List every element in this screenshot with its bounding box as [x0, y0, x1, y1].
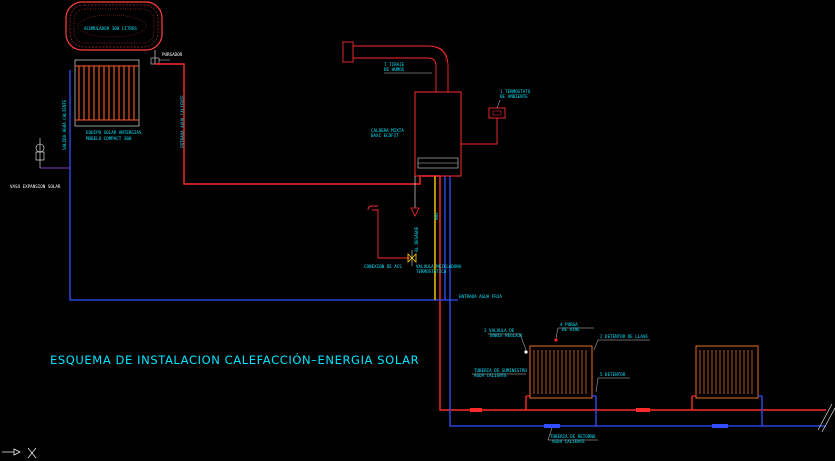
- drain-label: AL DESAGUE: [414, 226, 419, 252]
- mixing-valve-label-1: VALVULA MEZCLADORA: [416, 264, 462, 269]
- radiator-2: [692, 345, 762, 399]
- ucs-axis-icon: [2, 447, 37, 459]
- solar-equipment-label-2: MODELO COMPACT 300: [86, 136, 132, 141]
- mixing-valve: [407, 250, 417, 266]
- supply-pipe-label-2: AGUA CALIENTE: [474, 373, 507, 378]
- detentor-label: 5 DETENTOR: [600, 372, 626, 377]
- air-vent-label-2: DE AIRE: [562, 327, 580, 332]
- solar-accumulator: ACUMULADOR 300 LITROS: [65, 1, 163, 51]
- hot-water-outlet-label: SALIDA AGUA CALIENTE: [62, 99, 67, 150]
- pipe-break-symbol: [817, 403, 835, 433]
- air-purger: PURGADOR: [150, 50, 183, 65]
- boiler: CALDERA MIXTA BAXI ECOFIT: [371, 91, 462, 177]
- cold-water-inlet-label: ENTRADA AGUA FRIA: [459, 294, 502, 299]
- radiator-leaders: [472, 327, 650, 441]
- boiler-label-2: BAXI ECOFIT: [371, 133, 399, 138]
- purger-label: PURGADOR: [162, 52, 183, 57]
- acs-connection: [367, 205, 410, 259]
- flue-label-1: 7 TIRAJE: [384, 62, 405, 67]
- return-pipes: [69, 70, 826, 427]
- thermostat-label-1: 1 TERMOSTATO: [500, 89, 531, 94]
- supply-flow-markers: [470, 408, 650, 412]
- accumulator-label: ACUMULADOR 300 LITROS: [84, 26, 137, 31]
- expansion-vessel-icon: VASO EXPANSION SOLAR: [10, 138, 70, 189]
- balancing-valve-icon: [524, 350, 528, 354]
- drawing-title: ESQUEMA DE INSTALACION CALEFACCIÓN–ENERG…: [50, 352, 419, 367]
- radiator-1: [524, 338, 596, 399]
- room-thermostat: 1 TERMOSTATO DE AMBIENTE: [461, 89, 531, 145]
- flue-label-2: DE HUMOS: [384, 67, 405, 72]
- boiler-label-1: CALDERA MIXTA: [371, 128, 404, 133]
- air-vent-icon: [554, 338, 558, 342]
- balancing-valve-label-1: 3 VALVULA DE: [484, 328, 515, 333]
- hot-water-inlet-label: ENTRADA AGUA CALIENTE: [180, 95, 185, 148]
- solar-panel: EQUIPO SOLAR ANTERGIAS MODELO COMPACT 30…: [74, 59, 142, 141]
- supply-pipe-label-1: TUBERIA DE SUMINISTRO: [474, 368, 527, 373]
- air-vent-label-1: 4 PURGA: [560, 322, 578, 327]
- solar-equipment-label-1: EQUIPO SOLAR ANTERGIAS: [86, 130, 142, 135]
- return-pipe-label-1: TUBERIA DE RETORNO: [550, 434, 596, 439]
- mixing-valve-label-2: TERMOSTATICA: [416, 269, 447, 274]
- lockshield-label: 2 DETENTOR DE LLAVE: [600, 334, 648, 339]
- return-flow-markers: [544, 424, 728, 428]
- balancing-valve-label-2: DOBLE REGLAJE: [490, 333, 523, 338]
- acs-connection-label: CONEXION DE ACS: [364, 264, 402, 269]
- drain: AL DESAGUE: [410, 176, 420, 252]
- expansion-vessel-label: VASO EXPANSION SOLAR: [10, 184, 61, 189]
- return-pipe-label-2: AGUA CALIENTE: [552, 439, 585, 444]
- gas-label: GAS: [434, 212, 439, 220]
- thermostat-label-2: DE AMBIENTE: [500, 94, 528, 99]
- flue-pipe: [342, 41, 449, 92]
